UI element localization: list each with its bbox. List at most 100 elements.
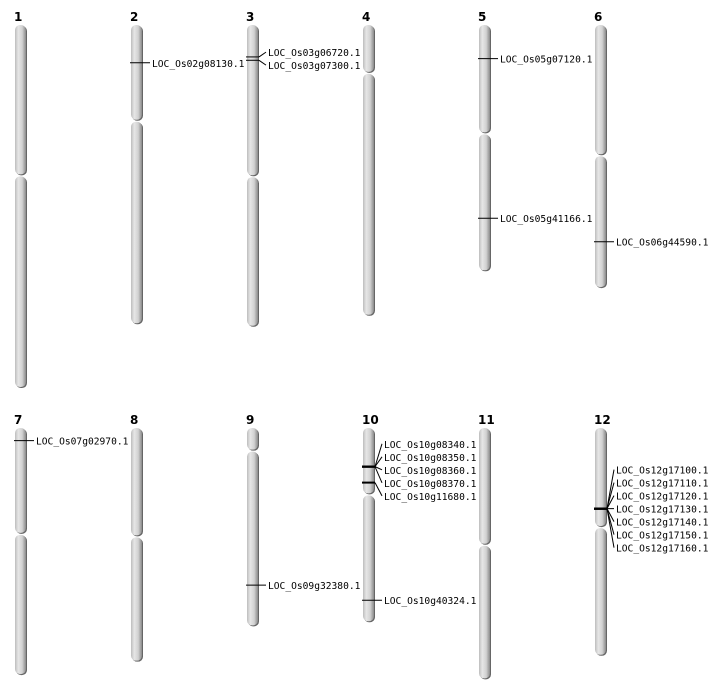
chromosome-7: 7 — [14, 413, 27, 676]
gene-marker: LOC_Os12g17160.1 — [594, 507, 709, 555]
chromosome-number: 2 — [130, 10, 138, 24]
chromosome-number: 4 — [362, 10, 370, 24]
short-arm — [479, 428, 490, 544]
chromosome-9: 9 — [246, 413, 259, 627]
long-arm — [479, 545, 490, 679]
gene-connector-line — [606, 469, 615, 509]
chromosome-1: 1 — [14, 10, 27, 389]
long-arm — [595, 156, 606, 288]
gene-marker: LOC_Os10g11680.1 — [362, 481, 477, 503]
gene-marker: LOC_Os09g32380.1 — [246, 581, 361, 592]
gene-connector-line — [258, 51, 267, 58]
gene-label: LOC_Os10g11680.1 — [384, 492, 477, 503]
gene-label-layer: LOC_Os02g08130.1LOC_Os03g06720.1LOC_Os03… — [14, 48, 709, 607]
gene-markers-chromosome-6: LOC_Os06g44590.1 — [594, 238, 709, 249]
gene-connector-line — [606, 495, 615, 509]
gene-connector-line — [374, 482, 383, 497]
gene-label: LOC_Os12g17160.1 — [616, 544, 709, 555]
chromosome-number: 10 — [362, 413, 379, 427]
gene-connector-line — [374, 466, 383, 471]
long-arm — [363, 73, 374, 315]
chromosome-6: 6 — [594, 10, 607, 289]
gene-connector-line — [374, 456, 383, 467]
gene-label: LOC_Os10g08360.1 — [384, 466, 477, 477]
gene-marker: LOC_Os02g08130.1 — [130, 59, 245, 70]
short-arm — [479, 25, 490, 133]
long-arm — [131, 121, 142, 324]
chromosome-number: 9 — [246, 413, 254, 427]
gene-connector-line — [374, 443, 383, 467]
gene-label: LOC_Os12g17100.1 — [616, 466, 709, 477]
gene-connector-line — [606, 482, 615, 509]
gene-markers-chromosome-9: LOC_Os09g32380.1 — [246, 581, 361, 592]
short-arm — [15, 25, 26, 175]
gene-connector-line — [606, 508, 615, 522]
long-arm — [131, 537, 142, 661]
long-arm — [15, 176, 26, 388]
gene-connector-line — [606, 508, 615, 548]
gene-label: LOC_Os05g41166.1 — [500, 214, 593, 225]
short-arm — [595, 428, 606, 527]
gene-marker: LOC_Os10g08350.1 — [362, 453, 477, 468]
chromosome-12: 12 — [594, 413, 611, 656]
long-arm — [247, 177, 258, 326]
chromosome-2: 2 — [130, 10, 143, 325]
chromosome-3: 3 — [246, 10, 259, 327]
gene-marker: LOC_Os10g08370.1 — [362, 465, 477, 490]
chromosome-number: 3 — [246, 10, 254, 24]
gene-marker: LOC_Os05g07120.1 — [478, 55, 593, 66]
chromosome-number: 5 — [478, 10, 486, 24]
short-arm — [247, 25, 258, 176]
gene-label: LOC_Os10g40324.1 — [384, 596, 477, 607]
chromosome-number: 12 — [594, 413, 611, 427]
gene-markers-chromosome-7: LOC_Os07g02970.1 — [14, 437, 129, 448]
gene-markers-chromosome-10: LOC_Os10g08340.1LOC_Os10g08350.1LOC_Os10… — [362, 440, 477, 607]
gene-label: LOC_Os12g17120.1 — [616, 492, 709, 503]
gene-label: LOC_Os02g08130.1 — [152, 59, 245, 70]
gene-marker: LOC_Os03g07300.1 — [246, 59, 361, 72]
gene-marker: LOC_Os10g40324.1 — [362, 596, 477, 607]
chromosome-number: 8 — [130, 413, 138, 427]
gene-markers-chromosome-12: LOC_Os12g17100.1LOC_Os12g17110.1LOC_Os12… — [594, 466, 709, 555]
gene-marker: LOC_Os05g41166.1 — [478, 214, 593, 225]
gene-marker: LOC_Os07g02970.1 — [14, 437, 129, 448]
short-arm — [363, 25, 374, 72]
gene-label: LOC_Os03g07300.1 — [268, 61, 361, 72]
long-arm — [363, 495, 374, 622]
chromosome-number: 6 — [594, 10, 602, 24]
gene-connector-line — [374, 466, 383, 484]
short-arm — [595, 25, 606, 155]
gene-label: LOC_Os12g17150.1 — [616, 531, 709, 542]
short-arm — [15, 428, 26, 533]
chromosome-4: 4 — [362, 10, 375, 316]
gene-label: LOC_Os10g08370.1 — [384, 479, 477, 490]
gene-label: LOC_Os12g17130.1 — [616, 505, 709, 516]
short-arm — [131, 25, 142, 120]
chromosome-number: 11 — [478, 413, 495, 427]
short-arm — [131, 428, 142, 536]
gene-label: LOC_Os10g08350.1 — [384, 453, 477, 464]
gene-marker: LOC_Os06g44590.1 — [594, 238, 709, 249]
long-arm — [479, 134, 490, 271]
chromosome-number: 1 — [14, 10, 22, 24]
gene-label: LOC_Os10g08340.1 — [384, 440, 477, 451]
gene-label: LOC_Os06g44590.1 — [616, 238, 709, 249]
gene-label: LOC_Os09g32380.1 — [268, 581, 361, 592]
gene-label: LOC_Os03g06720.1 — [268, 48, 361, 59]
short-arm — [363, 428, 374, 494]
gene-label: LOC_Os07g02970.1 — [36, 437, 129, 448]
gene-marker: LOC_Os03g06720.1 — [246, 48, 361, 59]
gene-markers-chromosome-2: LOC_Os02g08130.1 — [130, 59, 245, 70]
chromosome-10: 10 — [362, 413, 379, 623]
long-arm — [15, 534, 26, 675]
gene-label: LOC_Os05g07120.1 — [500, 55, 593, 66]
gene-label: LOC_Os12g17140.1 — [616, 518, 709, 529]
long-arm — [247, 451, 258, 626]
chromosome-8: 8 — [130, 413, 143, 662]
chromosome-11: 11 — [478, 413, 495, 680]
gene-marker: LOC_Os12g17130.1 — [594, 505, 709, 516]
